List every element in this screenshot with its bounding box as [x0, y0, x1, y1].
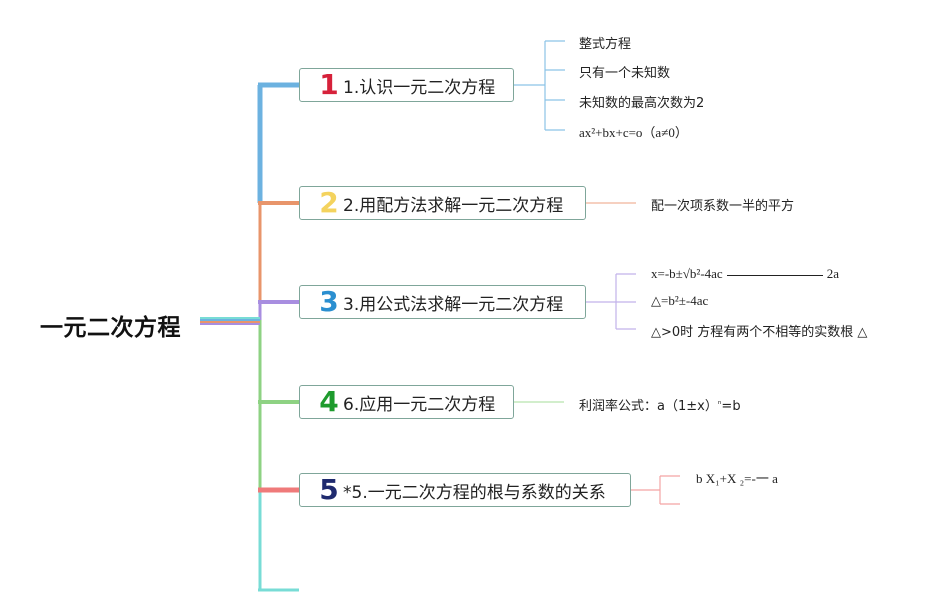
number-4-icon: 4 — [319, 385, 339, 418]
branch-5-leaf-1[interactable]: b X₁+X ₂=-一 a — [696, 471, 778, 486]
branch-1-label: 1.认识一元二次方程 — [343, 77, 496, 98]
number-2-icon: 2 — [319, 186, 339, 219]
quadratic-formula-numerator: x=-b±√b²-4ac — [651, 266, 723, 281]
fraction-bar — [726, 274, 823, 276]
branch-node-2[interactable]: 2 2.用配方法求解一元二次方程 — [299, 186, 586, 220]
number-5-icon: 5 — [319, 473, 339, 506]
branch-node-3[interactable]: 3 3.用公式法求解一元二次方程 — [299, 285, 586, 319]
branch-4-label: 6.应用一元二次方程 — [343, 394, 496, 415]
branch-1-leaf-connectors — [514, 40, 565, 131]
branch-3-label: 3.用公式法求解一元二次方程 — [343, 294, 564, 315]
root-topic[interactable]: 一元二次方程 — [40, 315, 181, 341]
branch-1-leaf-1[interactable]: 整式方程 — [579, 37, 632, 52]
branch-node-4[interactable]: 4 6.应用一元二次方程 — [299, 385, 514, 419]
branch-node-5[interactable]: 5 *5.一元二次方程的根与系数的关系 — [299, 473, 631, 507]
branch-1-leaf-4[interactable]: ax²+bx+c=o（a≠0） — [579, 125, 688, 140]
profit-formula-exponent: ⁿ — [717, 400, 722, 410]
branch-1-leaf-2[interactable]: 只有一个未知数 — [579, 66, 671, 81]
branch-3-leaf-3[interactable]: △>0时 方程有两个不相等的实数根 △ — [651, 325, 868, 340]
profit-formula-suffix: =b — [721, 399, 741, 414]
quadratic-formula-denominator: 2a — [826, 266, 839, 281]
branch-2-leaf-1[interactable]: 配一次项系数一半的平方 — [651, 199, 795, 214]
branch-3-leaf-2[interactable]: △=b²±-4ac — [651, 293, 709, 308]
branch-3-leaf-1[interactable]: x=-b±√b²-4ac 2a — [651, 266, 839, 282]
branch-5-leaf-connectors — [631, 475, 680, 505]
branch-1-leaf-3[interactable]: 未知数的最高次数为2 — [579, 96, 705, 111]
branch-node-1[interactable]: 1 1.认识一元二次方程 — [299, 68, 514, 102]
profit-formula-prefix: 利润率公式：a（1±x） — [579, 399, 718, 414]
number-3-icon: 3 — [319, 285, 339, 318]
branch-5-label: *5.一元二次方程的根与系数的关系 — [343, 482, 606, 503]
number-1-icon: 1 — [319, 68, 339, 101]
branch-4-leaf-1[interactable]: 利润率公式：a（1±x）ⁿ=b — [579, 395, 741, 414]
branch-2-label: 2.用配方法求解一元二次方程 — [343, 195, 564, 216]
branch-3-leaf-connectors — [586, 273, 636, 330]
